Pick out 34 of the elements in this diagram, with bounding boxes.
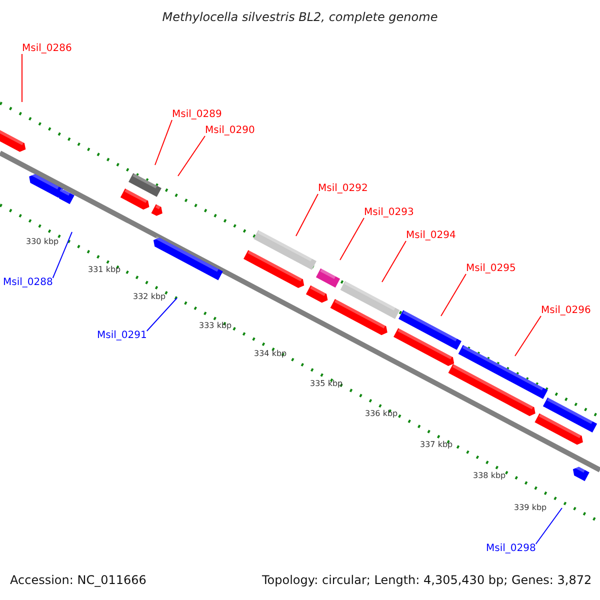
- gene-label: Msil_0293: [364, 208, 414, 218]
- diagram-title: Methylocella silvestris BL2, complete genome: [161, 11, 439, 23]
- scale-label: 337 kbp: [420, 441, 453, 449]
- leader-line: [382, 240, 406, 282]
- scale-label: 330 kbp: [26, 238, 59, 246]
- gene-label: Msil_0286: [22, 44, 72, 54]
- gene-label: Msil_0296: [541, 306, 591, 316]
- leader-line: [154, 120, 172, 166]
- leader-line: [440, 274, 466, 316]
- gene-label: Msil_0294: [406, 231, 456, 241]
- gene-label: Msil_0289: [172, 110, 222, 120]
- footer-note: Topology: circular; Length: 4,305,430 bp; Genes: 3,872: [262, 574, 592, 586]
- scale-label: 336 kbp: [365, 410, 398, 418]
- leader-line: [146, 298, 178, 332]
- leader-line: [52, 232, 72, 278]
- gene-label: Msil_0288: [3, 278, 53, 288]
- scale-label: 331 kbp: [88, 266, 121, 274]
- gene-label: Msil_0290: [205, 126, 255, 136]
- leader-line: [296, 194, 318, 236]
- scale-label: 332 kbp: [133, 293, 166, 301]
- gene-label: Msil_0292: [318, 184, 368, 194]
- leader-line: [340, 218, 364, 260]
- gene-label: Msil_0298: [486, 544, 536, 554]
- scale-label: 335 kbp: [310, 380, 343, 388]
- footer-note: Accession: NC_011666: [10, 574, 146, 586]
- scale-label: 339 kbp: [514, 504, 547, 512]
- leader-line: [514, 316, 542, 356]
- gene-label: Msil_0295: [466, 264, 516, 274]
- leader-line: [535, 508, 562, 544]
- gene-label: Msil_0291: [97, 331, 147, 341]
- scale-label: 333 kbp: [199, 322, 232, 330]
- leader-line: [178, 136, 206, 176]
- scale-label: 334 kbp: [254, 350, 287, 358]
- scale-label: 338 kbp: [473, 472, 506, 480]
